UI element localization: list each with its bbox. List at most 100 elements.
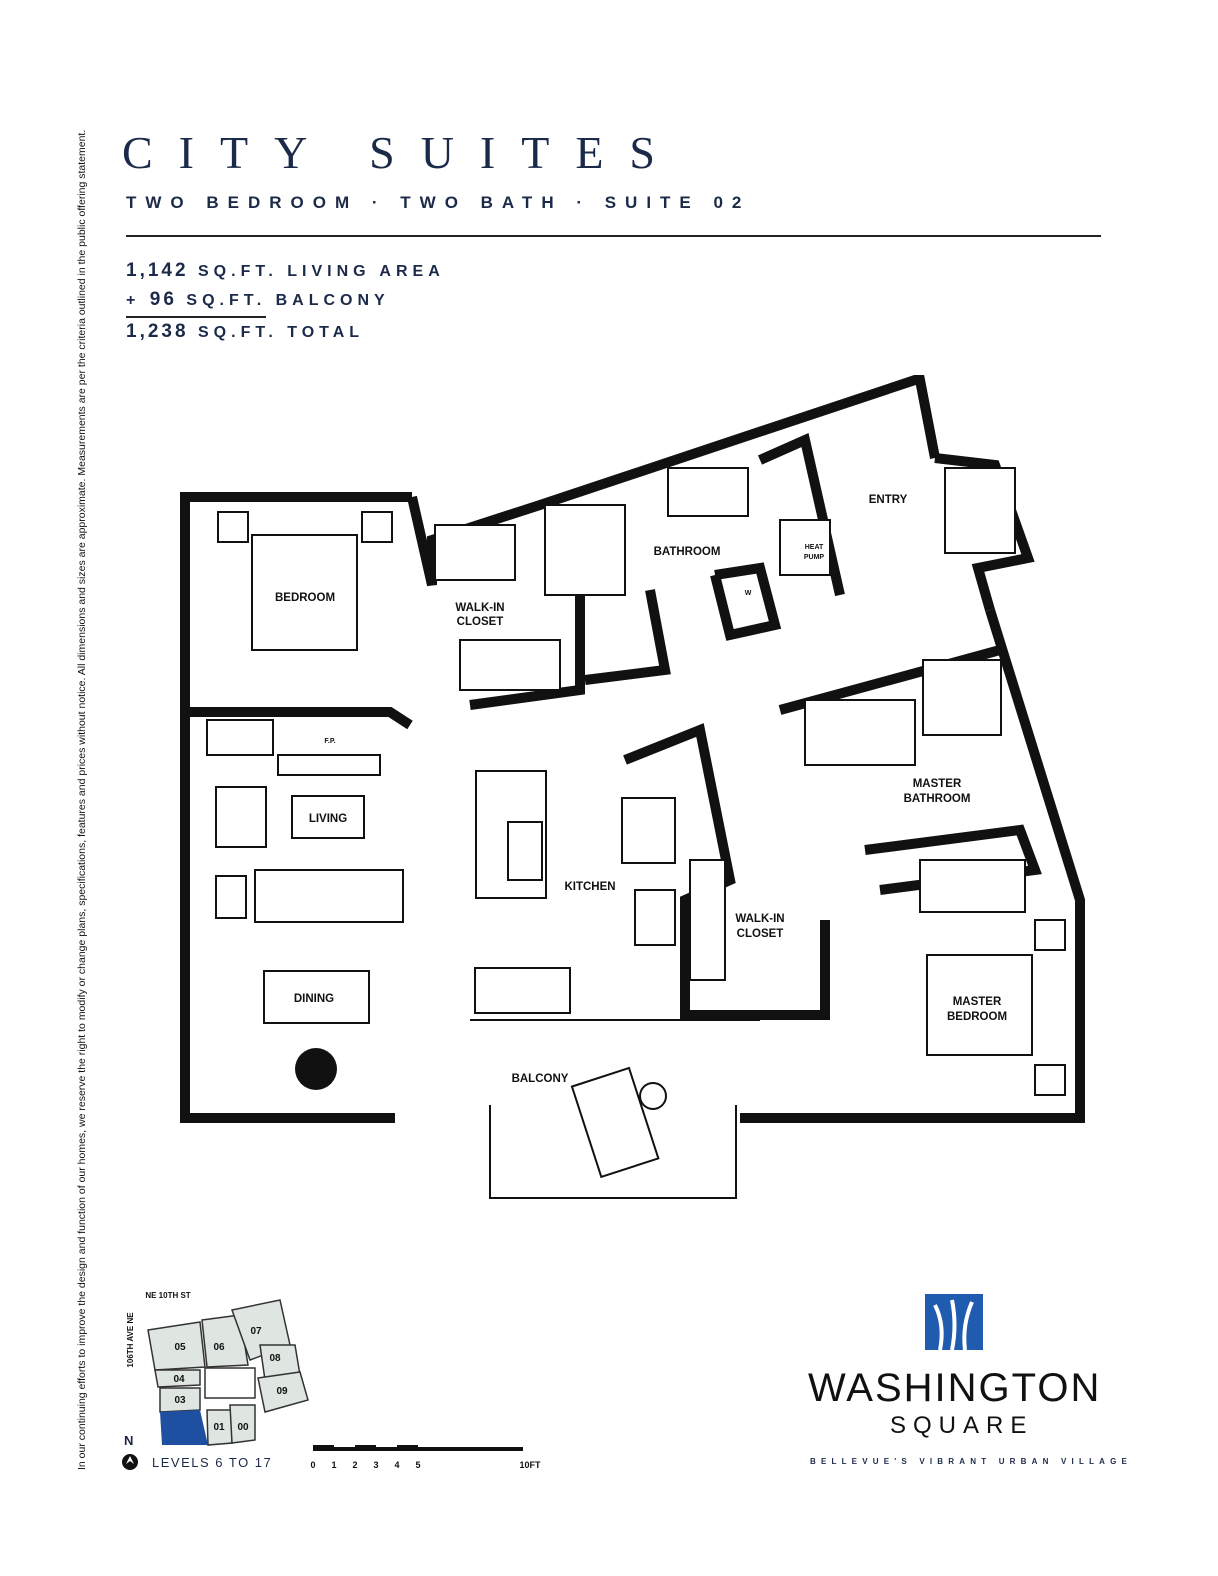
unit-label: 07: [250, 1326, 262, 1337]
balcony-area: + 96 SQ.FT. BALCONY: [126, 289, 390, 312]
scale-bar: 0 1 2 3 4 5 10FT: [310, 1445, 541, 1470]
brand-name: WASHINGTON: [808, 1366, 1102, 1410]
area-label: SQ.FT. TOTAL: [198, 324, 365, 341]
dining-table: [263, 970, 370, 1024]
unit-label: 00: [237, 1422, 249, 1433]
armchair: [215, 786, 267, 848]
core: [204, 1367, 256, 1399]
unit-09: [257, 1371, 309, 1413]
page-title: CITY SUITES: [122, 127, 682, 178]
unit-00: [229, 1404, 256, 1444]
north-label: N: [124, 1433, 134, 1448]
label-heat-pump: PUMP: [804, 554, 825, 561]
heat-pump-unit: [779, 519, 831, 576]
label-dining: DINING: [294, 993, 334, 1005]
unit-label: 09: [276, 1386, 288, 1397]
label-walkin-closet: CLOSET: [457, 616, 504, 628]
label-master-bathroom: MASTER: [913, 778, 962, 790]
scale-tick: 5: [415, 1460, 420, 1470]
closet-shelf: [434, 524, 516, 581]
fireplace: [277, 754, 381, 776]
cooktop: [634, 889, 676, 946]
brand-logo: [925, 1294, 983, 1351]
label-balcony: BALCONY: [512, 1073, 569, 1085]
shower: [922, 659, 1002, 736]
label-living: LIVING: [309, 813, 347, 825]
label-bedroom: BEDROOM: [275, 592, 335, 604]
bathtub: [804, 699, 916, 766]
brand-tagline: BELLEVUE'S VIBRANT URBAN VILLAGE: [810, 1457, 1133, 1466]
room-labels: BEDROOM WALK-IN CLOSET BATHROOM HEAT PUM…: [275, 494, 1007, 1085]
master-bed: [926, 954, 1033, 1056]
levels-label: LEVELS 6 TO 17: [152, 1455, 273, 1470]
lounge-chair: [570, 1066, 660, 1179]
label-master-bathroom: BATHROOM: [904, 793, 971, 805]
unit-label: 01: [213, 1422, 225, 1433]
entry-closet: [944, 467, 1016, 554]
bath-wall: [584, 589, 671, 685]
unit-label: 05: [174, 1342, 186, 1353]
label-walkin-closet-2: CLOSET: [737, 928, 784, 940]
unit-label: 06: [213, 1342, 225, 1353]
unit-label: 04: [173, 1374, 185, 1385]
dresser: [919, 859, 1026, 913]
balcony-outline: [470, 1019, 760, 1199]
outer-wall-north: [407, 375, 940, 587]
outer-wall-west: [180, 492, 412, 1123]
label-master-bedroom: MASTER: [953, 996, 1002, 1008]
scale-tick: 3: [373, 1460, 378, 1470]
suite-subtitle: TWO BEDROOM · TWO BATH · SUITE 02: [126, 193, 751, 212]
bedroom-living-wall: [185, 707, 413, 730]
unit-04: [154, 1369, 201, 1388]
label-heat-pump: HEAT: [805, 544, 824, 551]
bath-shower: [544, 504, 626, 596]
fridge: [621, 797, 676, 864]
label-walkin-closet-2: WALK-IN: [735, 913, 784, 925]
area-value: 1,238: [126, 321, 189, 342]
closet-shelf: [459, 639, 561, 691]
brand-sub: SQUARE: [890, 1412, 1034, 1439]
label-master-bedroom: BEDROOM: [947, 1011, 1007, 1023]
closet-shelf: [689, 859, 726, 981]
label-dryer: D: [767, 595, 772, 602]
area-value: 1,142: [126, 260, 189, 281]
furniture: [206, 467, 1066, 1179]
label-bathroom: BATHROOM: [654, 546, 721, 558]
key-street-side: 106TH AVE NE: [126, 1312, 135, 1368]
label-entry: ENTRY: [869, 494, 908, 506]
total-area: 1,238 SQ.FT. TOTAL: [126, 321, 364, 344]
plant: [295, 1048, 337, 1090]
label-kitchen: KITCHEN: [564, 881, 615, 893]
sofa: [254, 869, 404, 923]
label-washer: W: [745, 590, 752, 597]
outer-wall-east: [740, 608, 1085, 1123]
north-arrow-icon: [122, 1454, 138, 1470]
area-prefix: +: [126, 292, 150, 309]
area-label: SQ.FT. BALCONY: [186, 292, 390, 309]
scale-tick: 10FT: [519, 1460, 541, 1470]
scale-tick: 0: [310, 1460, 315, 1470]
scale-tick: 4: [394, 1460, 399, 1470]
sum-rule: [126, 316, 266, 318]
scale-tick: 1: [331, 1460, 336, 1470]
counter: [474, 967, 571, 1014]
label-walkin-closet: WALK-IN: [455, 602, 504, 614]
side-table: [639, 1082, 667, 1110]
living-area: 1,142 SQ.FT. LIVING AREA: [126, 260, 445, 283]
closet-wall: [469, 560, 585, 710]
sink: [507, 821, 543, 881]
kitchen-wall: [623, 723, 830, 1020]
unit-label: 08: [269, 1353, 281, 1364]
coffee-table: [291, 795, 365, 839]
unit-label: 03: [174, 1395, 186, 1406]
unit-06: [201, 1314, 249, 1368]
key-street-top: NE 10TH ST: [145, 1291, 190, 1300]
area-label: SQ.FT. LIVING AREA: [198, 263, 445, 280]
unit-05: [147, 1321, 206, 1371]
scale-tick: 2: [352, 1460, 357, 1470]
entry-closet-wall: [934, 453, 1035, 612]
key-plan: NE 10TH ST 106TH AVE NE 05 06 07 08 04 0…: [122, 1291, 309, 1470]
unit-02-highlighted: [160, 1410, 208, 1445]
divider: [126, 235, 1101, 237]
